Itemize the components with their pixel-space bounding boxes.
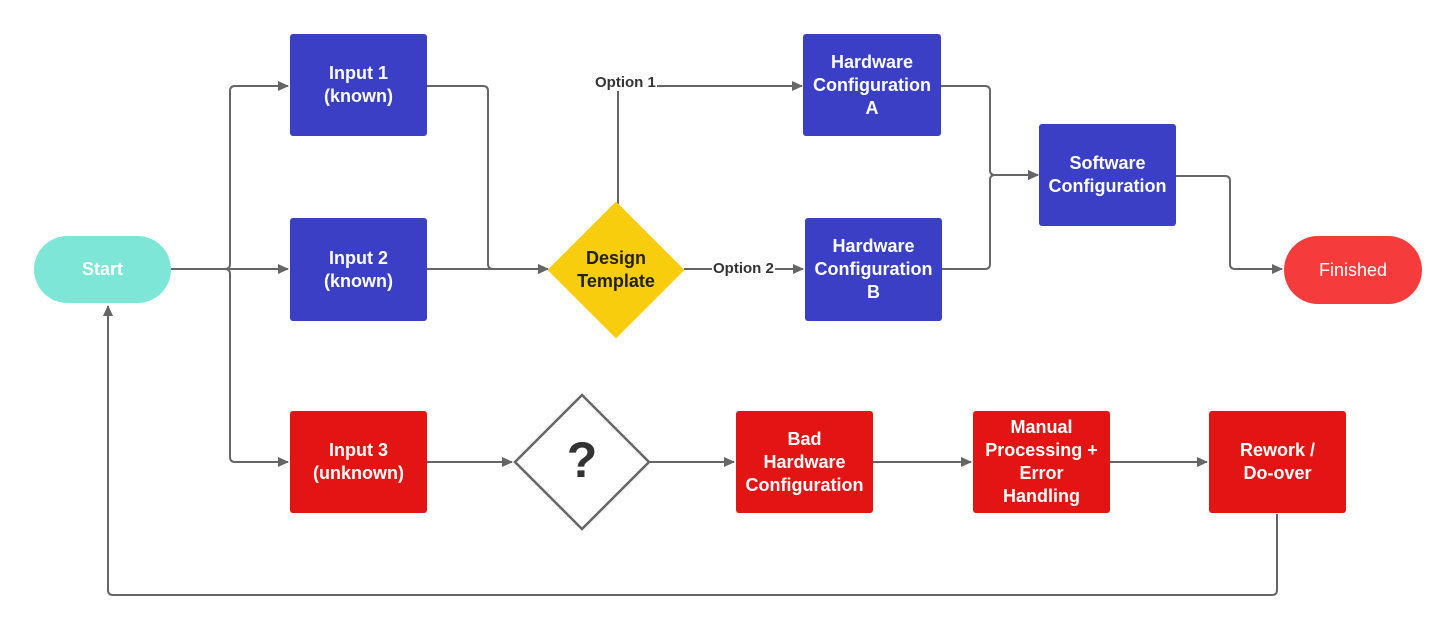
edge-design-hwa bbox=[617, 81, 803, 204]
edge-input1-design bbox=[427, 85, 549, 274]
edge-start-input1 bbox=[171, 81, 289, 270]
edge-start-input3 bbox=[224, 268, 289, 467]
design-template-diamond bbox=[547, 201, 685, 339]
edge-hwb-software bbox=[942, 170, 1039, 270]
edge-hwa-software bbox=[941, 85, 1039, 180]
finished-node[interactable]: Finished bbox=[1284, 236, 1422, 304]
edge-software-finished bbox=[1176, 175, 1283, 274]
design-template-label[interactable]: Design Template bbox=[577, 248, 655, 291]
rework-node[interactable]: Rework / Do-over bbox=[1209, 411, 1346, 513]
bad-hardware-config-node[interactable]: Bad Hardware Configuration bbox=[736, 411, 873, 513]
hardware-config-a-node[interactable]: Hardware Configuration A bbox=[803, 34, 941, 136]
manual-processing-node[interactable]: Manual Processing + Error Handling bbox=[973, 411, 1110, 513]
unknown-decision-label[interactable]: ? bbox=[566, 432, 598, 488]
option1-label: Option 1 bbox=[594, 74, 657, 91]
input3-node[interactable]: Input 3 (unknown) bbox=[290, 411, 427, 513]
edge-rework-start bbox=[103, 305, 1278, 596]
input2-node[interactable]: Input 2 (known) bbox=[290, 218, 427, 321]
option2-label: Option 2 bbox=[712, 260, 775, 277]
unknown-decision-diamond bbox=[513, 393, 651, 531]
software-config-node[interactable]: Software Configuration bbox=[1039, 124, 1176, 226]
hardware-config-b-node[interactable]: Hardware Configuration B bbox=[805, 218, 942, 321]
start-node[interactable]: Start bbox=[34, 236, 171, 303]
input1-node[interactable]: Input 1 (known) bbox=[290, 34, 427, 136]
